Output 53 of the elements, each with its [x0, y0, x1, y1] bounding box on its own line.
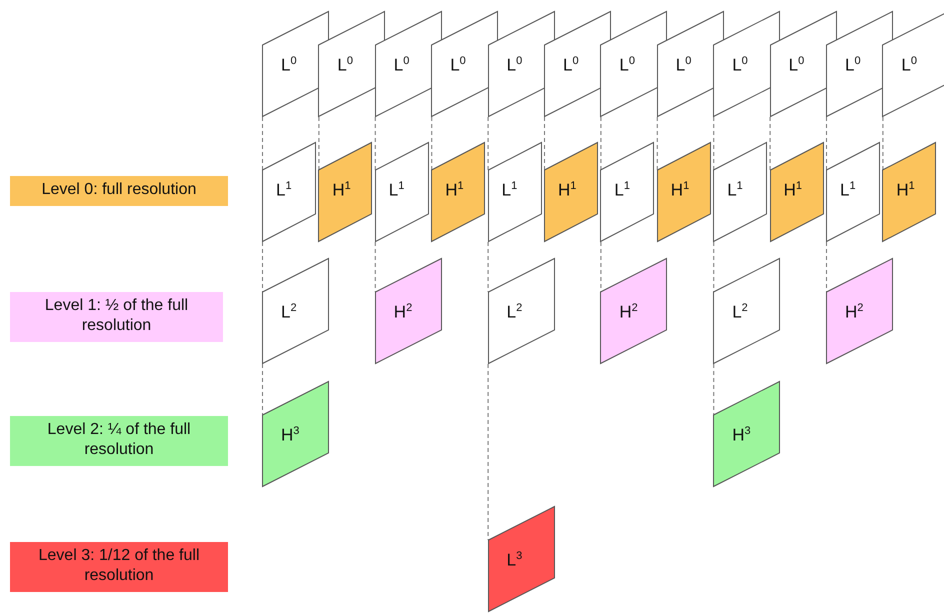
frame-label: L$^{0}$ [450, 55, 466, 76]
dashed-connector [713, 242, 714, 292]
frame-label: H$^{3}$ [281, 425, 300, 446]
frame-label: L$^{3}$ [506, 550, 522, 571]
frame-label: L$^{0}$ [788, 55, 804, 76]
dashed-connector [262, 242, 263, 292]
level-label: Level 1: ½ of the full resolution [10, 292, 223, 342]
frame-label: L$^{2}$ [732, 302, 748, 323]
frame-label: L$^{0}$ [676, 55, 692, 76]
frame-label: L$^{1}$ [276, 180, 292, 201]
frame-label: H$^{3}$ [732, 425, 751, 446]
dashed-connector [262, 364, 263, 416]
frame-label: H$^{1}$ [445, 180, 464, 201]
frame-label: L$^{0}$ [337, 55, 353, 76]
frame-label: H$^{2}$ [845, 302, 864, 323]
frame-label: L$^{1}$ [727, 180, 743, 201]
dashed-connector [431, 116, 432, 170]
frame-label: L$^{2}$ [506, 302, 522, 323]
dashed-connector [713, 364, 714, 416]
level-label: Level 3: 1/12 of the full resolution [10, 542, 228, 592]
dashed-connector [656, 116, 658, 170]
frame-label: H$^{2}$ [394, 302, 412, 323]
frame-label: H$^{1}$ [896, 180, 915, 201]
frame-label: H$^{1}$ [784, 180, 802, 201]
dashed-connector [262, 116, 263, 170]
frame-label: L$^{1}$ [388, 180, 404, 201]
frame-label: H$^{1}$ [670, 180, 690, 201]
frame-label: H$^{1}$ [332, 180, 351, 201]
frame-label: L$^{1}$ [614, 180, 630, 201]
frame-label: L$^{0}$ [281, 55, 297, 76]
frame-label: L$^{2}$ [281, 302, 297, 323]
dashed-connector [544, 116, 545, 170]
dashed-connector [488, 364, 489, 540]
dashed-connector [600, 242, 602, 292]
frame-label: L$^{0}$ [845, 55, 861, 76]
dashed-connector [374, 242, 376, 292]
frame-label: L$^{1}$ [502, 180, 518, 201]
dashed-connector [488, 242, 489, 292]
frame-label: H$^{1}$ [558, 180, 576, 201]
dashed-connector [826, 242, 827, 292]
frame-label: H$^{2}$ [619, 302, 638, 323]
level-label: Level 0: full resolution [10, 176, 228, 206]
dashed-connector [318, 116, 320, 170]
frame-label: L$^{0}$ [563, 55, 579, 76]
frame-label: L$^{0}$ [901, 55, 917, 76]
frame-label: L$^{0}$ [619, 55, 635, 76]
dashed-connector [882, 116, 884, 170]
frame-label: L$^{0}$ [506, 55, 522, 76]
dashed-connector [770, 116, 771, 170]
frame-label: L$^{1}$ [840, 180, 856, 201]
frame-label: L$^{0}$ [732, 55, 748, 76]
frame-label: L$^{0}$ [394, 55, 410, 76]
level-label: Level 2: ¼ of the full resolution [10, 416, 228, 466]
